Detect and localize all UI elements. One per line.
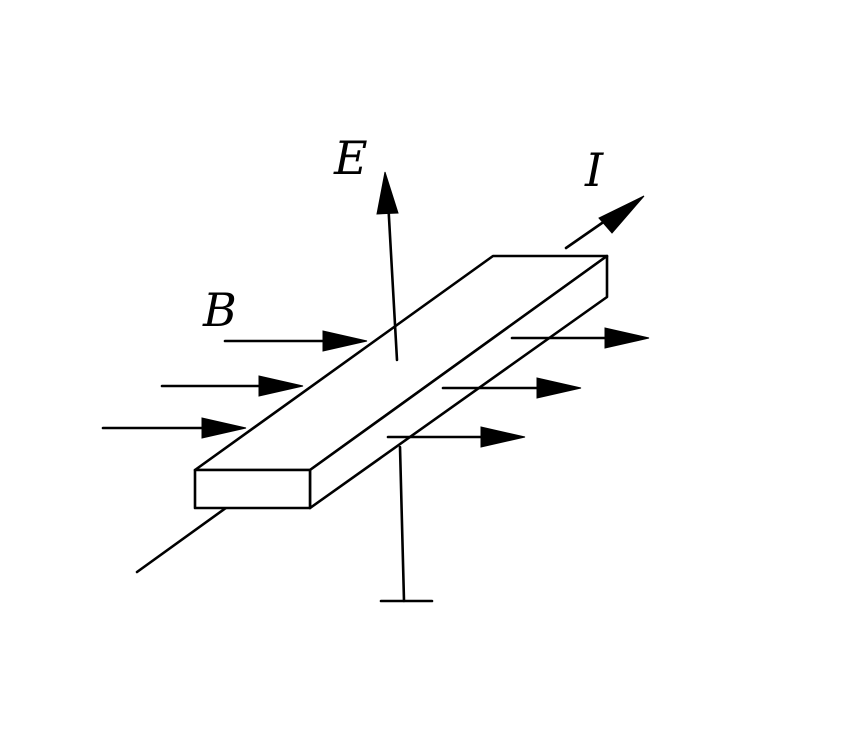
ground-lead — [379, 445, 434, 603]
electric-field-label: E — [333, 131, 368, 185]
b-arrowhead-icon — [536, 377, 582, 399]
conductor-bar — [193, 254, 609, 510]
b-arrow-out-top — [510, 327, 650, 349]
magnetic-field-label: B — [202, 283, 237, 337]
bar-front-face — [193, 468, 312, 510]
electric-field-arrow — [376, 171, 399, 362]
b-arrow-out-middle — [441, 377, 582, 399]
b-arrowhead-icon — [480, 426, 526, 448]
current-label: I — [584, 143, 604, 197]
ground-lead-line — [398, 445, 406, 603]
b-arrowhead-icon — [201, 417, 247, 439]
magnetic-field-arrows-out — [386, 327, 650, 448]
b-arrowhead-icon — [322, 330, 368, 352]
b-arrowhead-icon — [258, 375, 304, 397]
current-arrowhead-icon — [598, 195, 645, 234]
electric-field-arrowhead-icon — [376, 171, 399, 215]
b-arrow-out-bottom — [386, 426, 526, 448]
b-arrowhead-icon — [604, 327, 650, 349]
magnetic-field-arrows-in — [101, 330, 368, 439]
electric-field-shaft — [386, 198, 399, 362]
b-arrow-in-middle — [160, 375, 304, 397]
current-arrow — [564, 195, 645, 250]
b-arrow-in-top — [223, 330, 368, 352]
b-arrow-in-bottom — [101, 417, 247, 439]
